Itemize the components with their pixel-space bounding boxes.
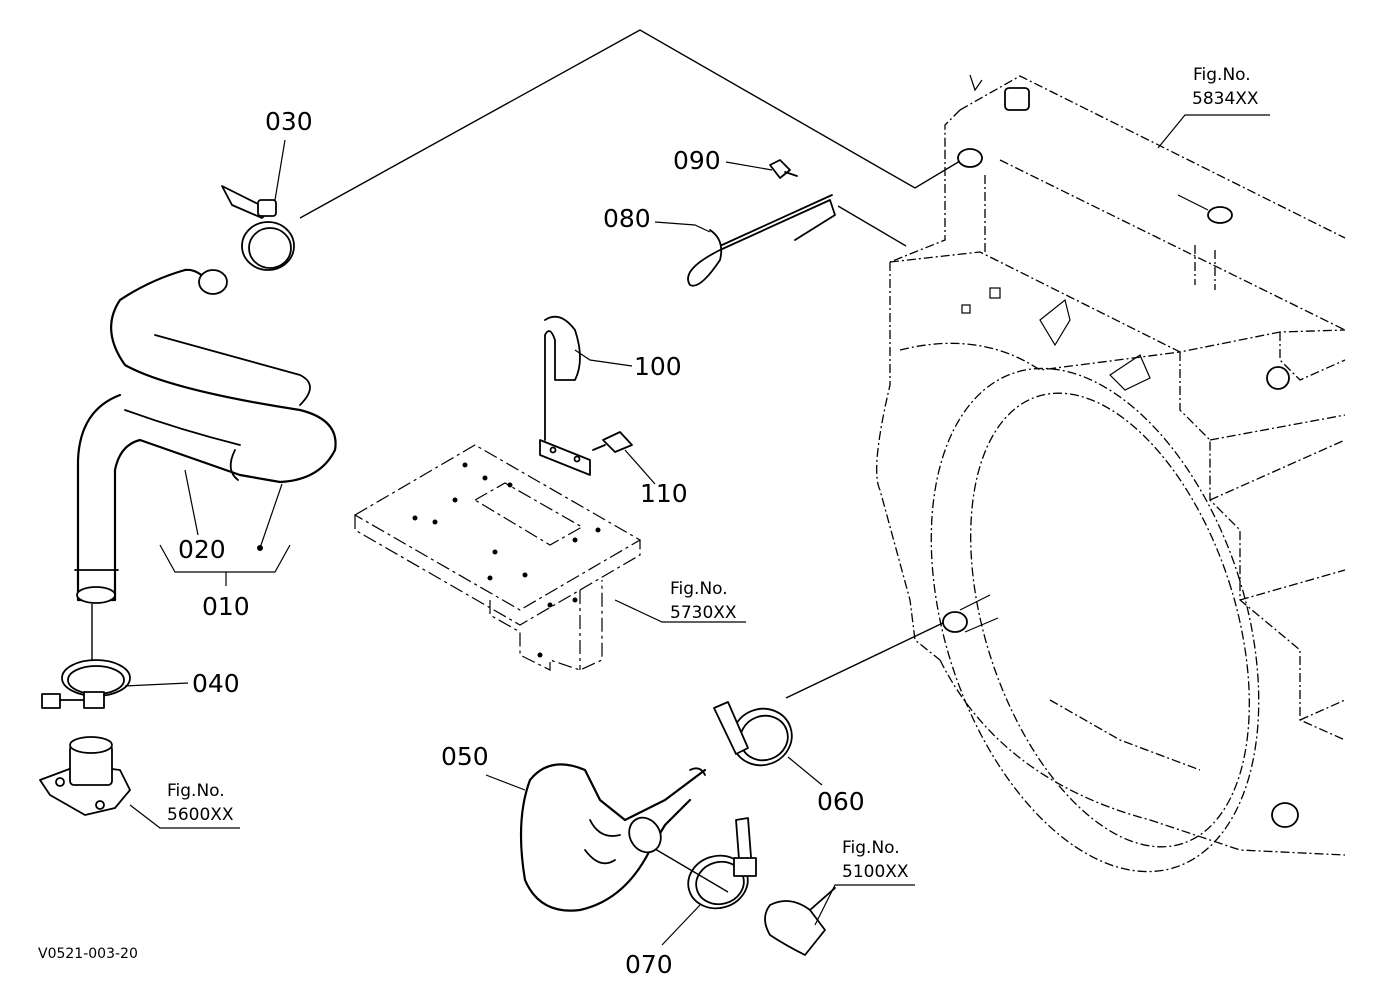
fig-ref-5730-label: Fig.No. — [670, 579, 728, 599]
callout-leaders — [124, 114, 1270, 946]
label-080: 080 — [603, 204, 651, 233]
label-020: 020 — [178, 535, 226, 564]
rod-080-bolt-090 — [687, 159, 836, 287]
fig-ref-5600-label: Fig.No. — [167, 781, 225, 801]
fig-ref-5834-label: Fig.No. — [1193, 65, 1251, 85]
label-050: 050 — [441, 742, 489, 771]
fig-ref-5100-label: Fig.No. — [842, 838, 900, 858]
label-010: 010 — [202, 592, 250, 621]
upper-hose-010 — [74, 268, 337, 604]
fig-ref-5600-number: 5600XX — [167, 805, 234, 825]
part-labels: 030 090 080 100 110 020 010 040 050 060 … — [178, 107, 865, 979]
label-110: 110 — [640, 479, 688, 508]
label-030: 030 — [265, 107, 313, 136]
assembly-lines — [91, 29, 966, 893]
radiator-assembly — [876, 74, 1346, 873]
label-100: 100 — [634, 352, 682, 381]
mounting-plate — [353, 444, 642, 671]
diagram-code: V0521-003-20 — [38, 946, 138, 962]
fig-ref-5730-number: 5730XX — [670, 603, 737, 623]
lower-hose-050 — [519, 763, 707, 912]
thermostat-housing — [39, 736, 131, 816]
label-060: 060 — [817, 787, 865, 816]
figure-references: Fig.No. 5834XX Fig.No. 5730XX Fig.No. 56… — [167, 65, 1259, 882]
label-090: 090 — [673, 146, 721, 175]
fig-ref-5834-number: 5834XX — [1192, 89, 1259, 109]
label-040: 040 — [192, 669, 240, 698]
bracket-100-bolt-110 — [539, 315, 633, 476]
hose-clamps — [41, 185, 793, 910]
label-070: 070 — [625, 950, 673, 979]
water-pump-pipe — [764, 887, 836, 956]
fig-ref-5100-number: 5100XX — [842, 862, 909, 882]
